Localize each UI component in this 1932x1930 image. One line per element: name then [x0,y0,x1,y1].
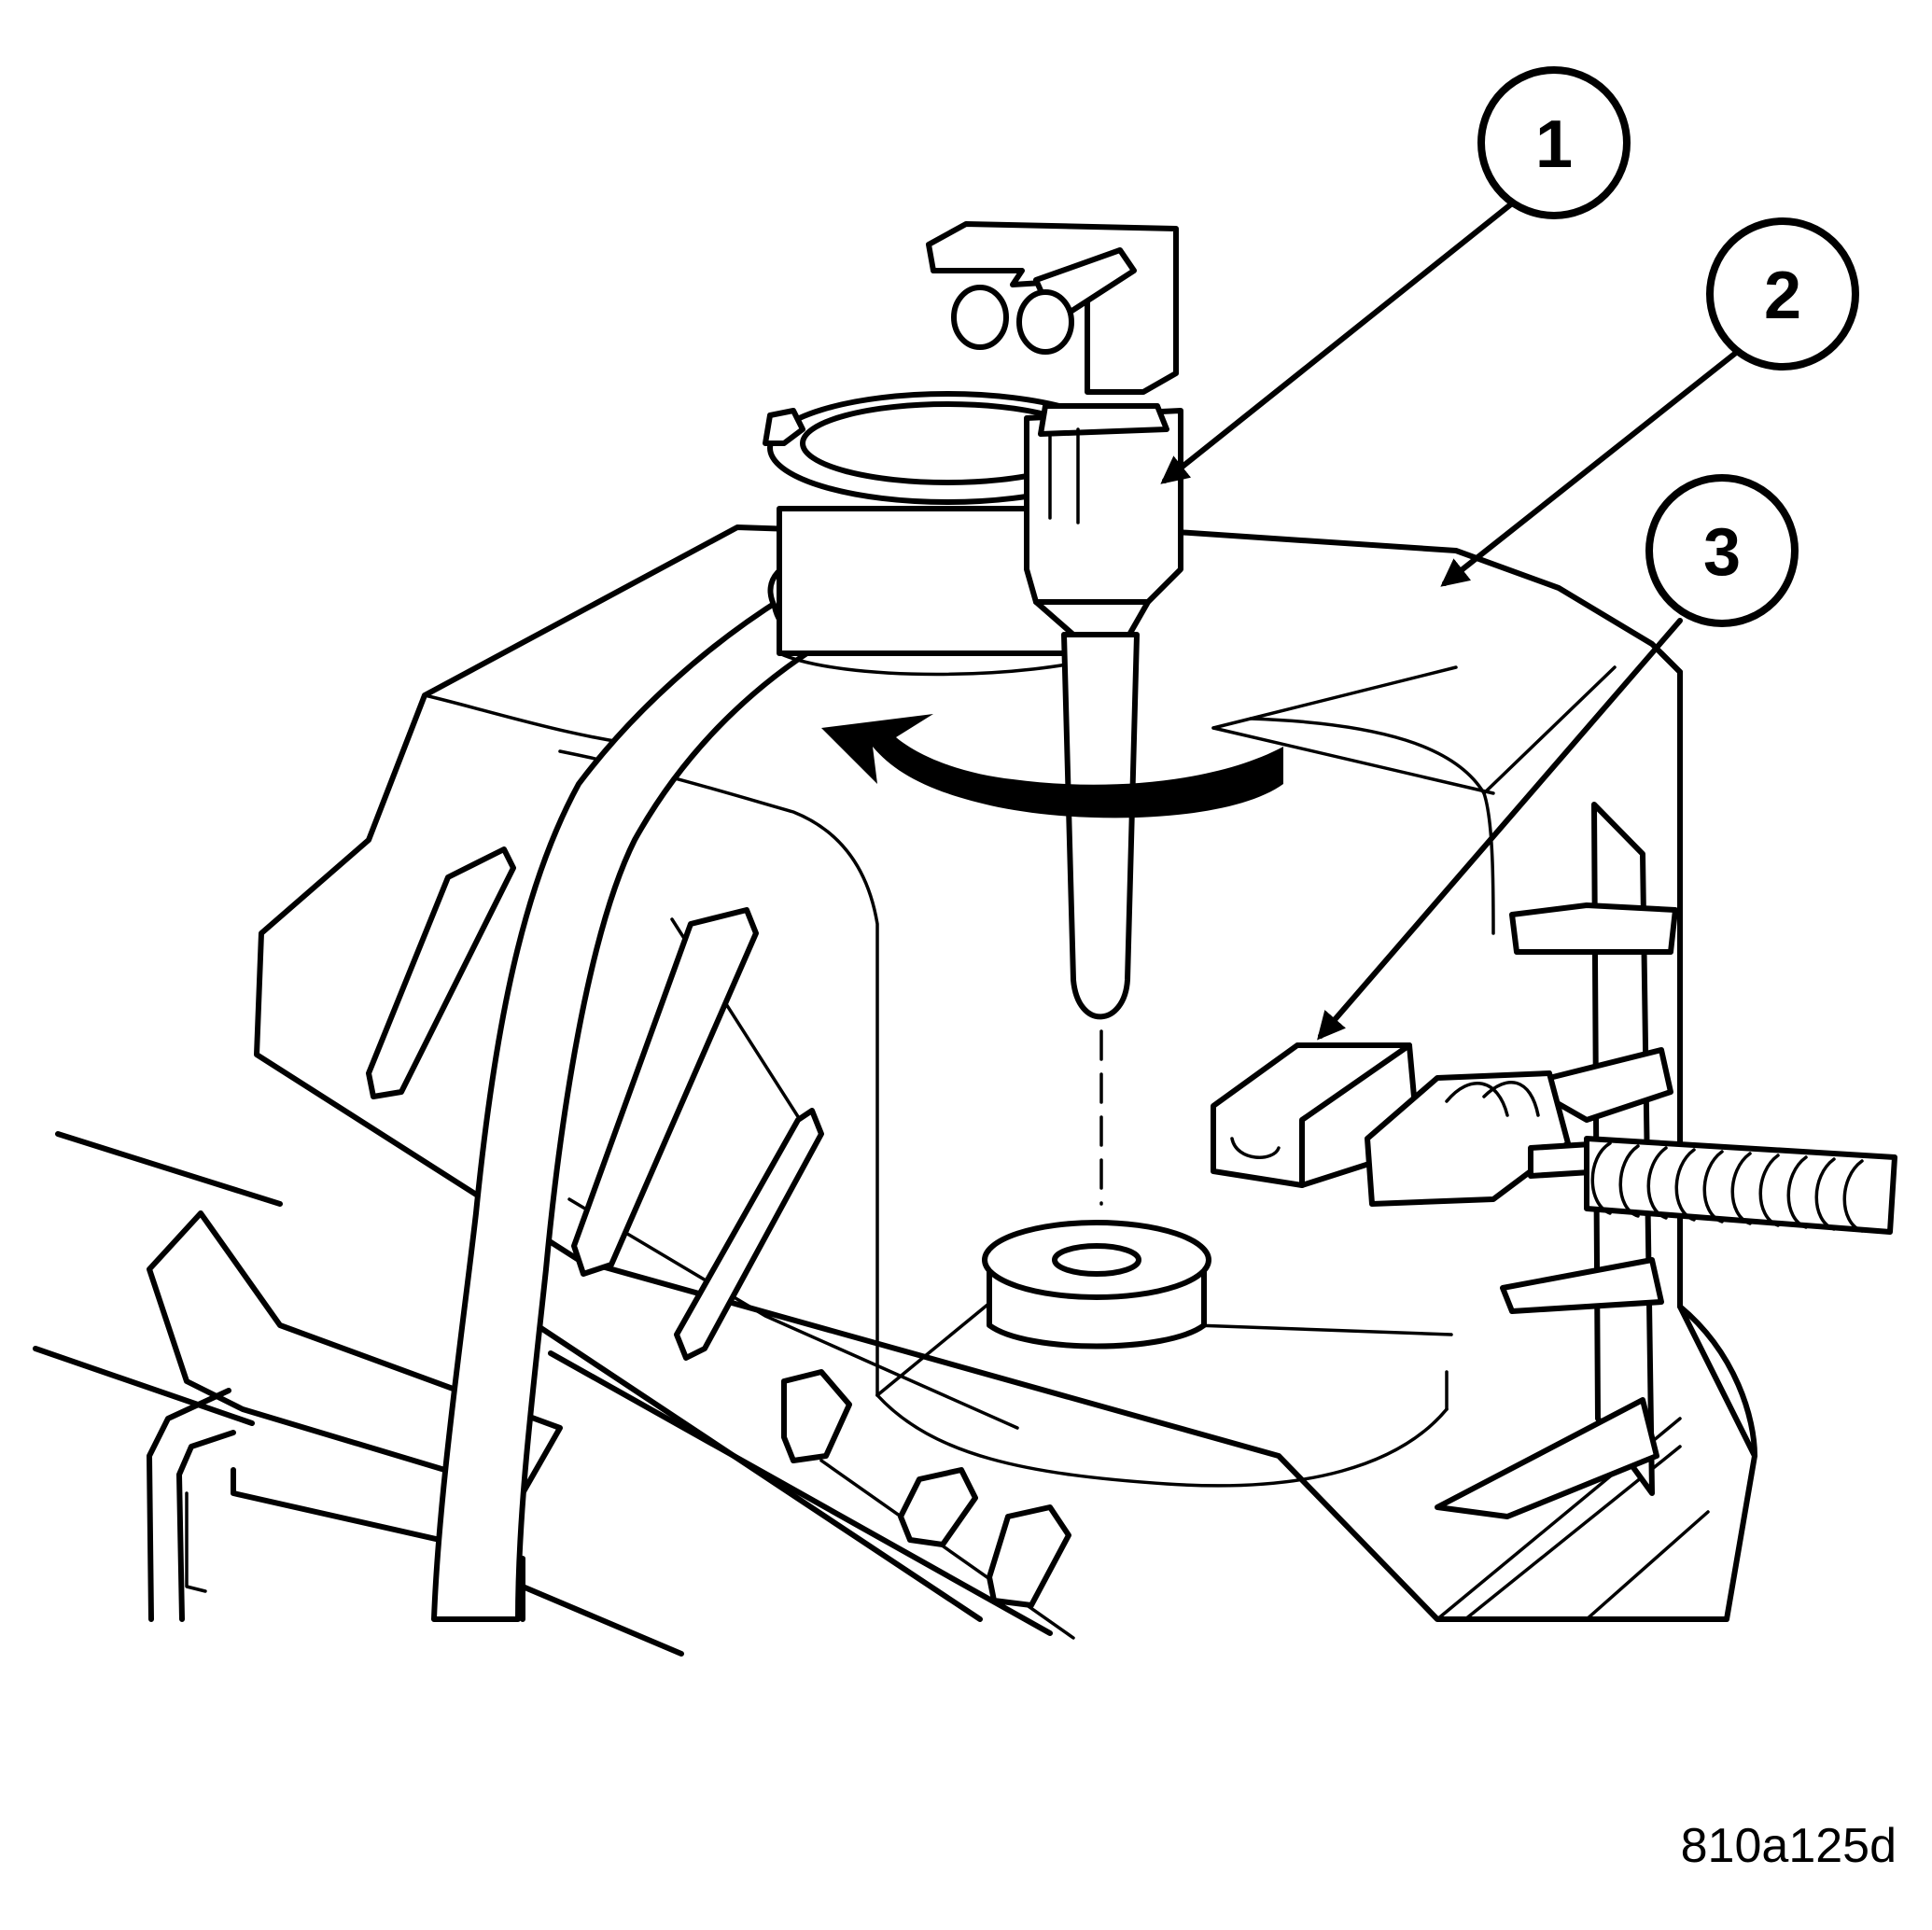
figure-id: 810a125d [1681,1819,1897,1873]
rotation-arrow [821,714,1283,818]
callout-3-number: 3 [1703,515,1741,590]
electrical-connector [1211,1042,1608,1207]
callout-3: 3 [1645,474,1799,627]
callout-1: 1 [1477,66,1631,219]
radiator-support-lines [33,1131,684,1657]
reservoir-ribs [366,846,1071,1608]
callout-2: 2 [1706,217,1859,371]
level-sensor [926,221,1183,1206]
wire-harness [1584,1136,1897,1235]
callout-2-number: 2 [1764,259,1801,333]
callout-leaders [1160,193,1748,1041]
callout-1-number: 1 [1535,107,1573,182]
sensor-port-cap [982,1220,1211,1350]
